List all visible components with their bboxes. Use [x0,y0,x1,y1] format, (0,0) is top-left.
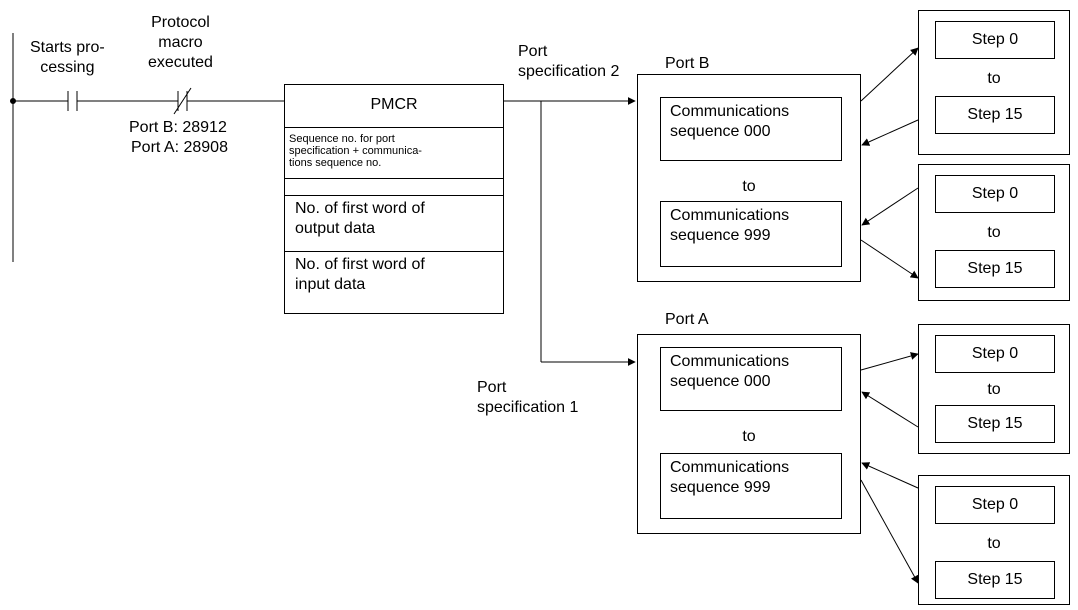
port-a-bit-label: Port A: 28908 [131,139,228,156]
step-15-box: Step 15 [935,96,1055,134]
step-group-3: Step 0 to Step 15 [918,324,1070,454]
port-b-seq-999: Communications sequence 999 [660,201,842,267]
port-b-bit-label: Port B: 28912 [129,119,227,136]
port-b-to-label: to [742,178,756,195]
port-a-box: Communications sequence 000 to Communica… [637,334,861,534]
port-a-to-label: to [742,428,756,445]
step-to-label: to [987,224,1001,241]
port-spec-1-label: Port specification 1 [477,379,579,416]
port-a-label: Port A [665,311,709,328]
step-group-2: Step 0 to Step 15 [918,164,1070,301]
contact1-label: Starts pro- cessing [30,39,105,76]
step-15-box: Step 15 [935,405,1055,443]
contact2-slash [173,87,192,115]
port-spec-2-label: Port specification 2 [518,43,620,80]
port-a-seq-999: Communications sequence 999 [660,453,842,519]
pmcr-divider [284,178,504,179]
contact2-label: Protocol macro executed [148,14,213,71]
step-to-label: to [987,70,1001,87]
port-b-box: Communications sequence 000 to Communica… [637,74,861,282]
pmcr-block: PMCR Sequence no. for port specification… [284,84,504,314]
port-b-label: Port B [665,55,710,72]
step-to-label: to [987,535,1001,552]
step-15-box: Step 15 [935,250,1055,288]
pmcr-operand-input: No. of first word of input data [285,251,503,315]
step-0-box: Step 0 [935,175,1055,213]
step-group-4: Step 0 to Step 15 [918,475,1070,605]
step-0-box: Step 0 [935,486,1055,524]
step-0-box: Step 0 [935,21,1055,59]
pmcr-title: PMCR [370,96,418,113]
port-b-seq-000: Communications sequence 000 [660,97,842,161]
step-0-box: Step 0 [935,335,1055,373]
step-to-label: to [987,381,1001,398]
step-group-1: Step 0 to Step 15 [918,10,1070,155]
step-15-box: Step 15 [935,561,1055,599]
pmcr-operand-output: No. of first word of output data [285,195,503,247]
port-a-seq-000: Communications sequence 000 [660,347,842,411]
pmcr-operand-sequence: Sequence no. for port specification + co… [285,127,503,179]
